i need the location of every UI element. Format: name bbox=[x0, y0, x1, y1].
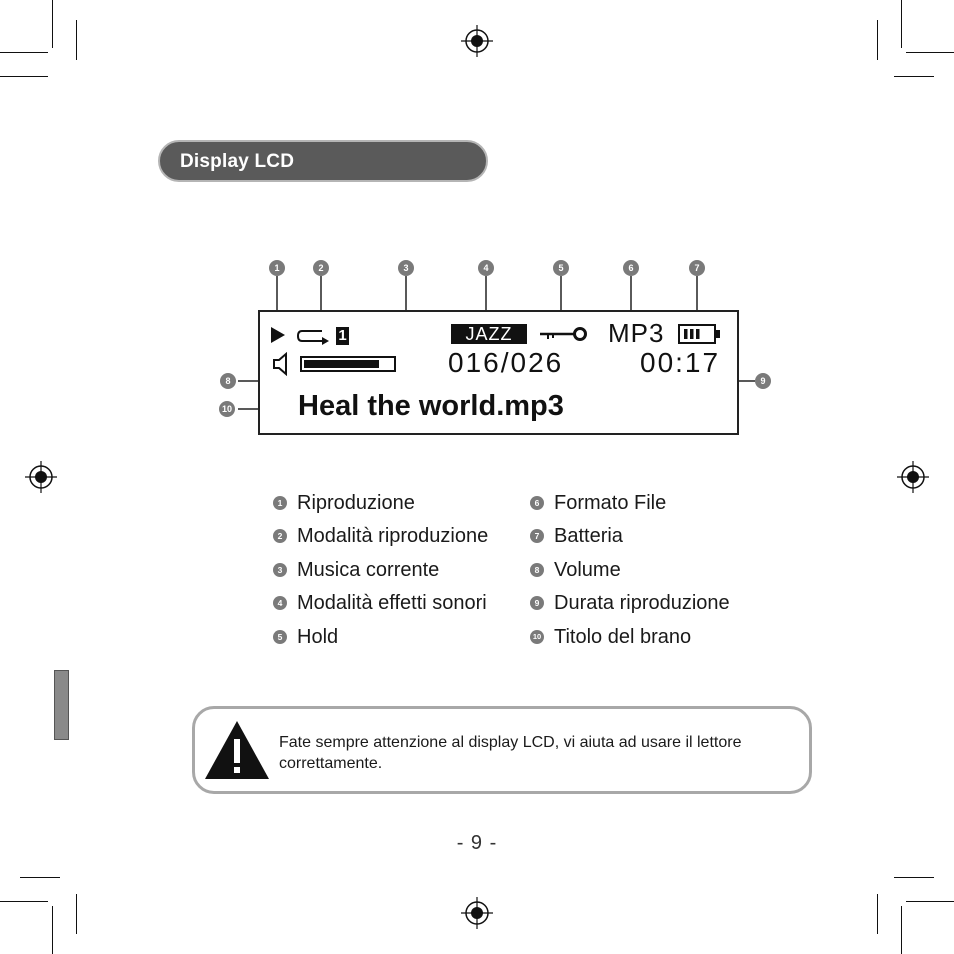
battery-bar bbox=[696, 329, 700, 339]
legend-label: Modalità effetti sonori bbox=[297, 592, 487, 614]
callout-badge-4: 4 bbox=[478, 260, 494, 276]
battery-bar bbox=[690, 329, 694, 339]
legend-badge: 10 bbox=[530, 630, 544, 644]
legend-badge: 7 bbox=[530, 529, 544, 543]
section-header: Display LCD bbox=[158, 140, 488, 182]
legend-badge: 2 bbox=[273, 529, 287, 543]
crop-mark bbox=[76, 894, 77, 934]
legend-badge: 1 bbox=[273, 496, 287, 510]
legend-label: Hold bbox=[297, 626, 339, 648]
crop-mark bbox=[894, 877, 934, 878]
volume-bar bbox=[300, 356, 396, 372]
callout-badge-2: 2 bbox=[313, 260, 329, 276]
crop-mark bbox=[76, 20, 77, 60]
legend-badge: 9 bbox=[530, 596, 544, 610]
legend-badge: 3 bbox=[273, 563, 287, 577]
hold-key-icon bbox=[540, 327, 587, 341]
crop-mark bbox=[0, 52, 48, 53]
crop-mark bbox=[877, 20, 878, 60]
file-format-label: MP3 bbox=[608, 318, 665, 348]
play-icon bbox=[271, 327, 285, 343]
crop-mark bbox=[20, 877, 60, 878]
callout-badge-1: 1 bbox=[269, 260, 285, 276]
legend-label: Durata riproduzione bbox=[554, 592, 730, 614]
crop-mark bbox=[52, 906, 53, 954]
eq-mode-label: JAZZ bbox=[451, 324, 527, 344]
legend-label: Formato File bbox=[554, 492, 667, 514]
side-tab bbox=[54, 670, 69, 740]
elapsed-time: 00:17 bbox=[640, 347, 721, 378]
crop-mark bbox=[0, 76, 48, 77]
crop-mark bbox=[52, 0, 53, 48]
repeat-number: 1 bbox=[336, 327, 349, 345]
legend-badge: 5 bbox=[273, 630, 287, 644]
crop-mark bbox=[901, 906, 902, 954]
crop-mark bbox=[901, 0, 902, 48]
crop-mark bbox=[906, 52, 954, 53]
warning-triangle-icon bbox=[205, 721, 269, 779]
legend-label: Batteria bbox=[554, 525, 623, 547]
section-title: Display LCD bbox=[180, 151, 295, 172]
page-number: - 9 - bbox=[456, 832, 498, 854]
callout-badge-10: 10 bbox=[219, 401, 235, 417]
callout-badge-7: 7 bbox=[689, 260, 705, 276]
crop-mark bbox=[877, 894, 878, 934]
legend-badge: 8 bbox=[530, 563, 544, 577]
crop-mark bbox=[906, 901, 954, 902]
battery-icon bbox=[678, 324, 720, 344]
volume-bar-fill bbox=[304, 360, 379, 368]
callout-badge-9: 9 bbox=[755, 373, 771, 389]
registration-mark-icon bbox=[25, 461, 57, 493]
track-counter: 016/026 bbox=[448, 347, 564, 378]
registration-mark-icon bbox=[461, 897, 493, 929]
legend-badge: 6 bbox=[530, 496, 544, 510]
registration-mark-icon bbox=[897, 461, 929, 493]
track-title: Heal the world.mp3 bbox=[298, 390, 564, 422]
warning-text: Fate sempre attenzione al display LCD, v… bbox=[279, 734, 742, 772]
warning-box: Fate sempre attenzione al display LCD, v… bbox=[192, 706, 812, 794]
callout-badge-5: 5 bbox=[553, 260, 569, 276]
legend-label: Titolo del brano bbox=[554, 626, 692, 648]
registration-mark-icon bbox=[461, 25, 493, 57]
legend-label: Musica corrente bbox=[297, 559, 440, 581]
lcd-display: 1 JAZZ MP3 016/026 00:17 Heal the world.… bbox=[258, 310, 739, 435]
callout-badge-8: 8 bbox=[220, 373, 236, 389]
crop-mark bbox=[0, 901, 48, 902]
crop-mark bbox=[894, 76, 934, 77]
legend-label: Riproduzione bbox=[297, 492, 415, 514]
battery-bar bbox=[684, 329, 688, 339]
legend-badge: 4 bbox=[273, 596, 287, 610]
callout-badge-6: 6 bbox=[623, 260, 639, 276]
legend-label: Modalità riproduzione bbox=[297, 525, 489, 547]
callout-badge-3: 3 bbox=[398, 260, 414, 276]
repeat-icon bbox=[296, 330, 329, 345]
legend-label: Volume bbox=[554, 559, 621, 581]
speaker-icon bbox=[273, 352, 287, 376]
